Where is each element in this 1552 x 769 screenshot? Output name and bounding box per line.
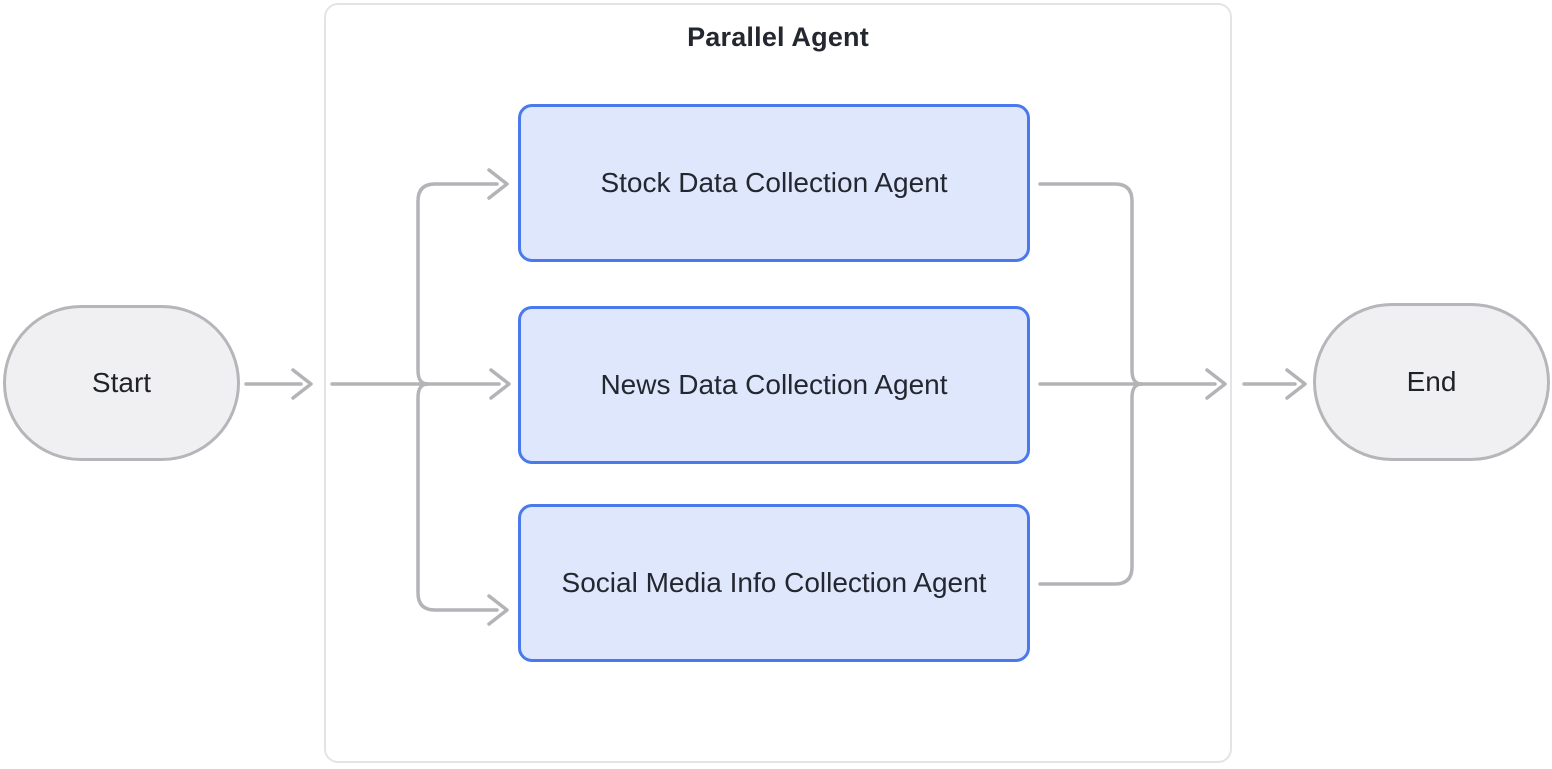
agent-node-label: Stock Data Collection Agent (600, 167, 948, 198)
agent-node-label: Social Media Info Collection Agent (561, 567, 987, 598)
start-node-label: Start (91, 367, 152, 398)
agent-node-news-data-collection: News Data Collection Agent (518, 306, 1030, 464)
edge-start-to-group-arrowhead-icon (291, 368, 313, 400)
end-node-label: End (1406, 366, 1457, 397)
edge-group-to-end-arrowhead-icon (1285, 368, 1307, 400)
agent-node-stock-data-collection: Stock Data Collection Agent (518, 104, 1030, 262)
parallel-agent-group-title: Parallel Agent (687, 22, 869, 52)
agent-node-social-media-info-collection: Social Media Info Collection Agent (518, 504, 1030, 662)
start-node: Start (3, 305, 240, 461)
end-node: End (1313, 303, 1550, 461)
agent-node-label: News Data Collection Agent (600, 369, 948, 400)
